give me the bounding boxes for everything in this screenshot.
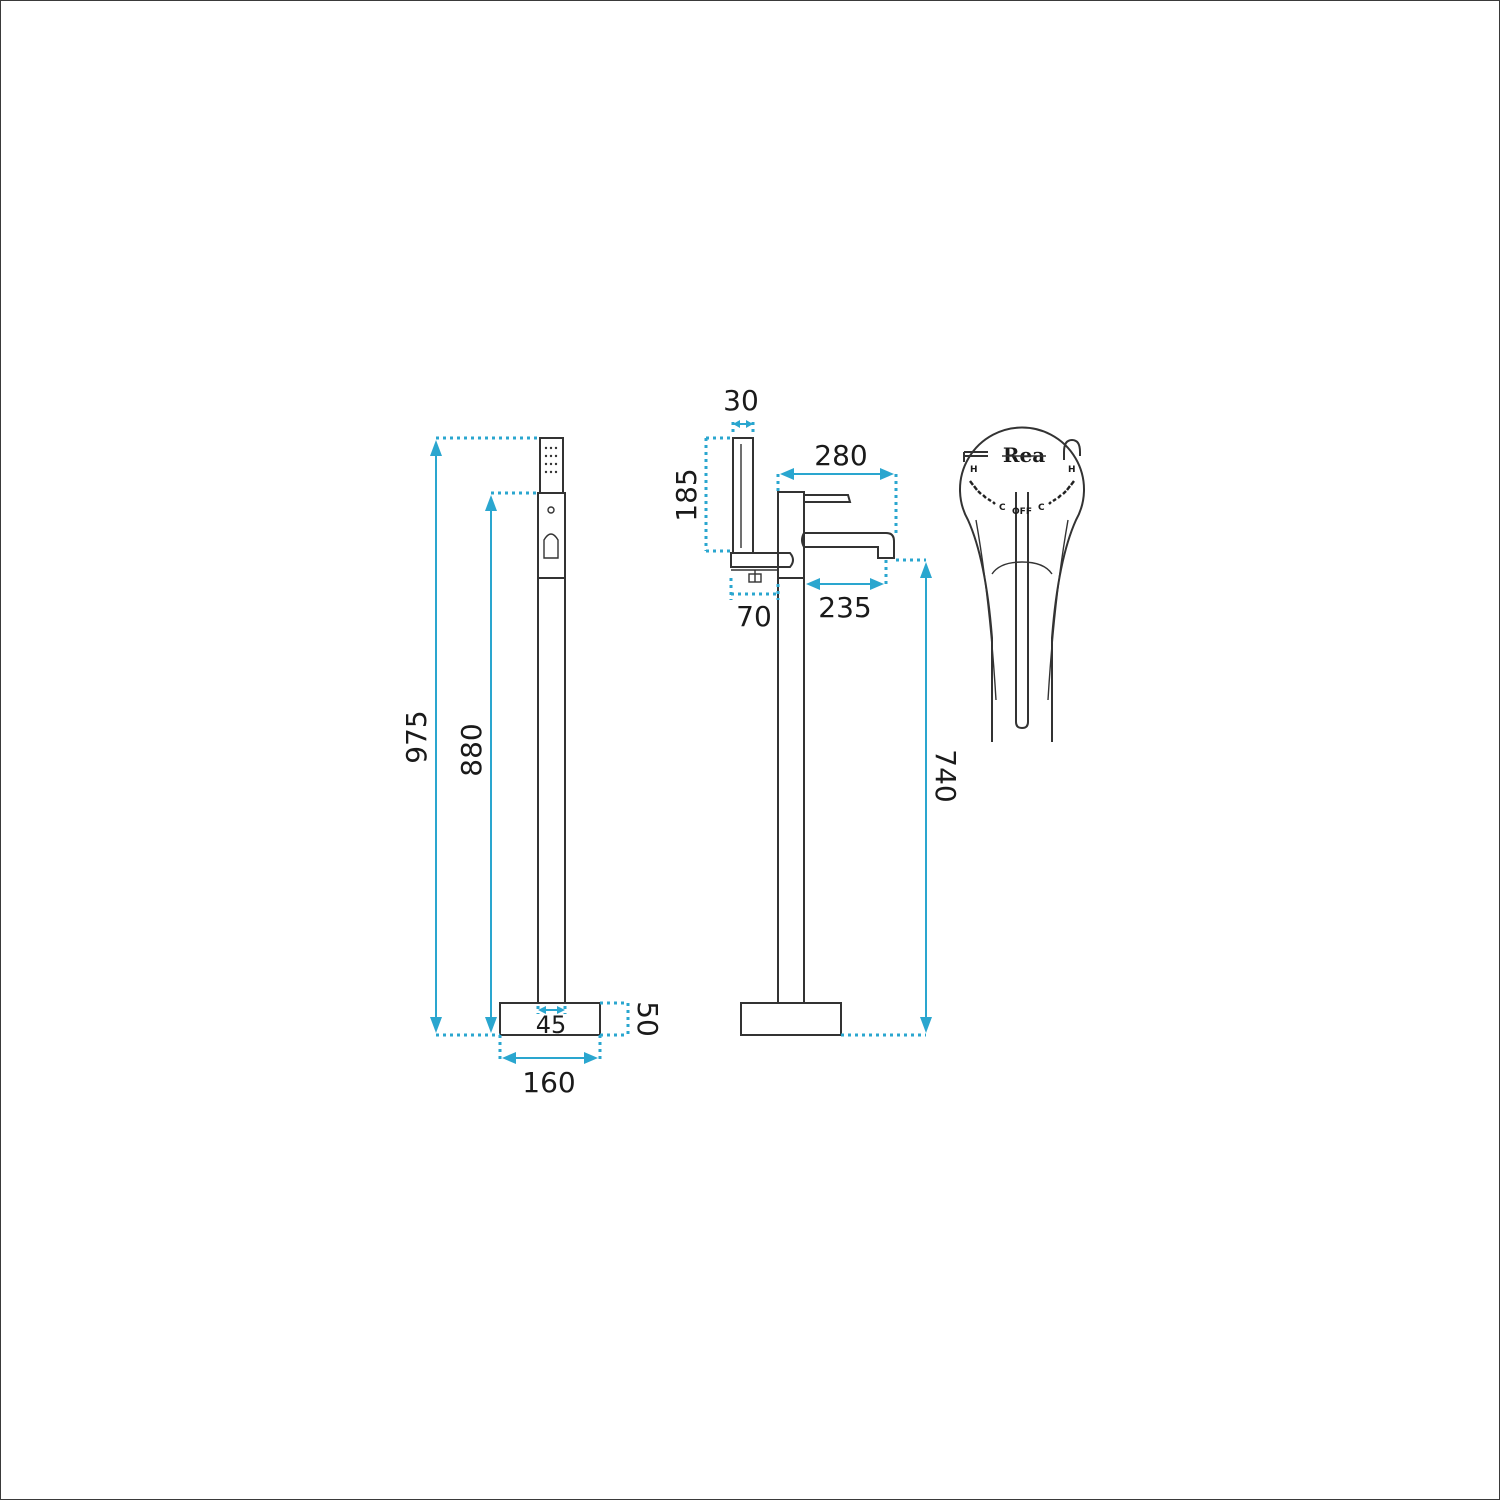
dim-160: 160 bbox=[498, 1035, 602, 1099]
dim-880: 880 bbox=[455, 491, 538, 1033]
dim-30: 30 bbox=[723, 384, 759, 436]
side-view: 30 185 280 70 bbox=[670, 384, 962, 1037]
side-hand-shower bbox=[732, 437, 754, 554]
side-spout bbox=[801, 532, 895, 559]
label-235: 235 bbox=[818, 591, 871, 624]
front-indicator bbox=[547, 506, 555, 514]
side-lever bbox=[803, 494, 852, 503]
label-975: 975 bbox=[400, 710, 433, 763]
label-30: 30 bbox=[723, 384, 759, 417]
mark-h-left: H bbox=[970, 465, 978, 475]
label-280: 280 bbox=[814, 439, 867, 472]
spout-icon bbox=[964, 451, 988, 457]
label-45: 45 bbox=[536, 1011, 567, 1039]
label-880: 880 bbox=[455, 723, 488, 776]
mark-c-right: C bbox=[1038, 503, 1045, 513]
front-base bbox=[499, 1002, 601, 1036]
dim-50: 50 bbox=[600, 1001, 664, 1037]
dim-185: 185 bbox=[670, 436, 733, 553]
label-160: 160 bbox=[522, 1066, 575, 1099]
dim-235: 235 bbox=[806, 560, 888, 624]
dim-740: 740 bbox=[841, 558, 962, 1037]
label-185: 185 bbox=[670, 468, 703, 521]
shower-icon bbox=[1063, 438, 1081, 460]
dim-975: 975 bbox=[400, 436, 538, 1037]
mark-c-left: C bbox=[999, 503, 1006, 513]
front-shower-head bbox=[539, 437, 564, 494]
temperature-scale bbox=[969, 480, 1075, 505]
label-70: 70 bbox=[736, 600, 772, 633]
front-mixer-body bbox=[537, 492, 566, 579]
front-view: 975 880 50 45 bbox=[400, 436, 664, 1099]
handle-outline bbox=[959, 426, 1085, 742]
front-spout-outlet bbox=[543, 533, 559, 559]
handle-top-view: Rea H H C C OFF bbox=[959, 426, 1085, 742]
handle-lever-slot bbox=[1015, 492, 1029, 730]
label-740: 740 bbox=[929, 749, 962, 802]
mark-off: OFF bbox=[1012, 507, 1032, 517]
mark-h-right: H bbox=[1068, 465, 1076, 475]
side-base bbox=[740, 1002, 842, 1036]
dim-45: 45 bbox=[536, 1006, 567, 1039]
brand-logo: Rea bbox=[1003, 443, 1045, 467]
dim-70: 70 bbox=[729, 578, 780, 633]
label-50: 50 bbox=[631, 1001, 664, 1037]
side-shower-holder bbox=[730, 552, 794, 568]
dim-280: 280 bbox=[776, 439, 898, 533]
front-shower-nozzles bbox=[544, 446, 558, 474]
